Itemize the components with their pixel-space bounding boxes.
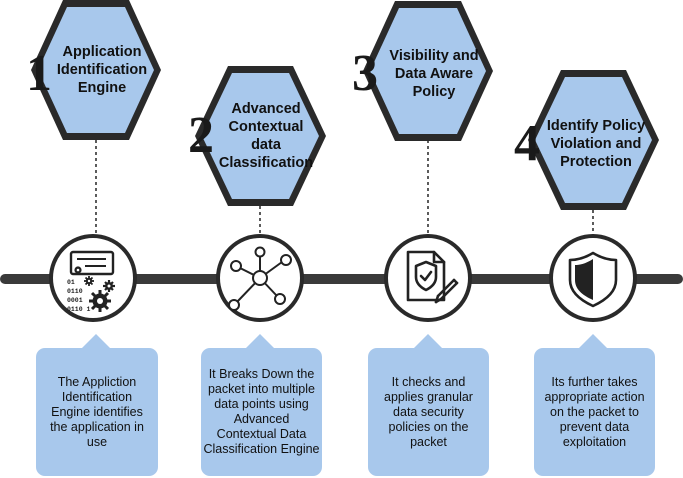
- policy-document-icon: [406, 250, 459, 304]
- callout-shape-2: [201, 334, 322, 476]
- step-title-4: Identify Policy Violation and Protection: [546, 118, 646, 170]
- binary-line-4: 0110 1: [67, 306, 91, 313]
- step-description-4: Its further takes appropriate action on …: [544, 374, 645, 449]
- shield-icon: [568, 251, 618, 308]
- hexagon-2: [195, 66, 326, 206]
- callout-shape-4: [534, 334, 655, 476]
- hexagon-3: [363, 1, 493, 141]
- step-number-3: 3: [352, 45, 378, 102]
- step-title-1: Application Identification Engine: [56, 44, 148, 96]
- binary-line-1: 01: [67, 279, 75, 286]
- step-number-1: 1: [26, 45, 52, 102]
- binary-line-3: 0001: [67, 297, 83, 304]
- hexagon-1: [31, 0, 161, 140]
- binary-line-2: 0110: [67, 288, 83, 295]
- step-description-1: The Appliction Identification Engine ide…: [50, 374, 144, 449]
- timeline-bar: [0, 274, 683, 284]
- step-title-3: Visibility and Data Aware Policy: [389, 48, 479, 100]
- step-description-2: It Breaks Down the packet into multiple …: [203, 367, 320, 456]
- callout-shape-3: [368, 334, 489, 476]
- step-number-2: 2: [188, 107, 214, 164]
- step-description-3: It checks and applies granular data secu…: [384, 374, 473, 449]
- hexagon-4: [528, 70, 659, 210]
- network-nodes-icon: [228, 246, 292, 311]
- callout-shape-1: [36, 334, 158, 476]
- step-title-2: Advanced Contextual data Classification: [218, 101, 314, 171]
- gears-binary-icon: 01 0110 0001 0110 1: [67, 250, 115, 313]
- step-number-4: 4: [514, 115, 540, 172]
